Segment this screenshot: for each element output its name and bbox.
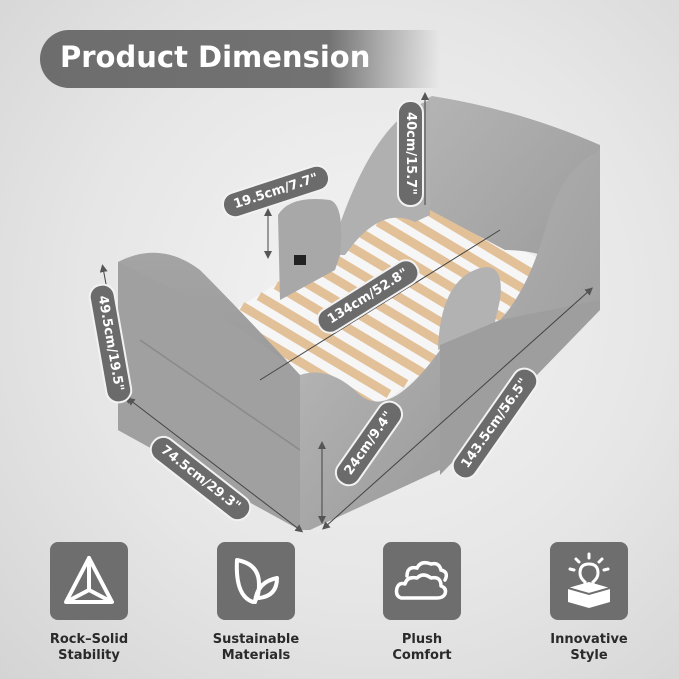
feature-comfort: Plush Comfort — [362, 542, 482, 664]
feature-label-line1: Innovative — [550, 632, 628, 647]
feature-style: Innovative Style — [529, 542, 649, 664]
feature-label-line1: Sustainable — [212, 632, 300, 647]
triangle-pyramid-icon — [50, 542, 128, 620]
feature-stability: Rock–Solid Stability — [29, 542, 149, 664]
feature-label-line2: Stability — [58, 648, 120, 663]
cloud-icon — [383, 542, 461, 620]
feature-label-line1: Plush — [401, 632, 443, 647]
lightbulb-box-icon — [550, 542, 628, 620]
feature-label-line2: Style — [570, 648, 608, 663]
title-banner — [40, 30, 440, 88]
feature-materials: Sustainable Materials — [196, 542, 316, 664]
leaves-icon — [217, 542, 295, 620]
feature-label-line2: Materials — [221, 648, 291, 663]
feature-label-line1: Rock–Solid — [49, 632, 129, 647]
page-title: Product Dimension — [60, 40, 371, 74]
feature-label-line2: Comfort — [392, 648, 452, 663]
dimension-headboard-height: 40cm/15.7" — [396, 100, 424, 207]
